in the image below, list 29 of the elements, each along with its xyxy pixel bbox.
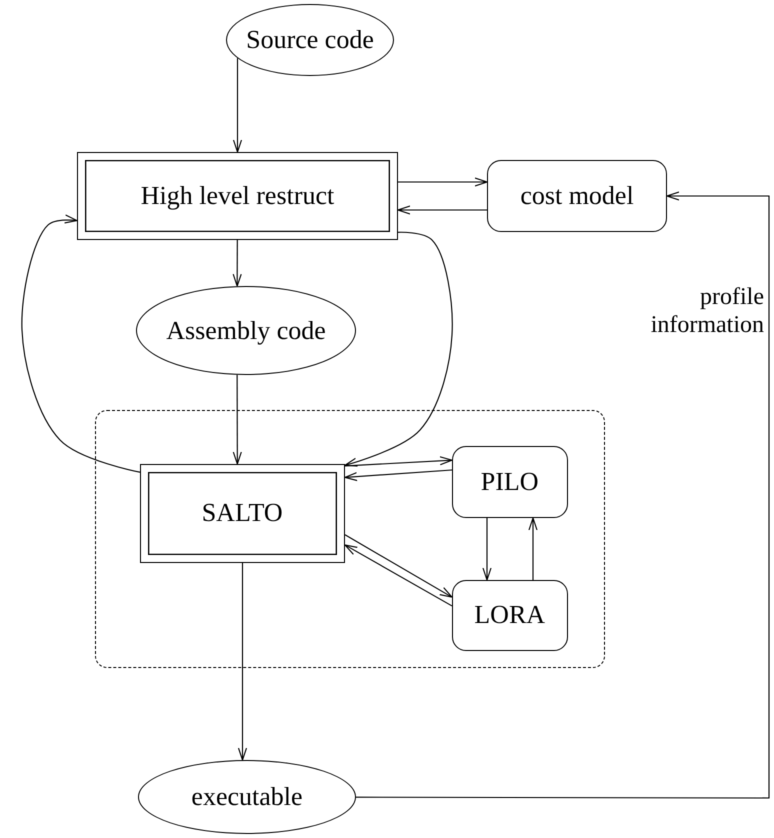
node-label: executable [191, 782, 303, 812]
arrow [344, 456, 453, 466]
process-box [140, 464, 345, 563]
arrow [344, 544, 452, 606]
node-label: High level restruct [140, 181, 334, 211]
arrow [398, 177, 488, 187]
process-box [452, 580, 568, 651]
arrow [232, 240, 242, 287]
arrow [21, 214, 140, 473]
arrow [232, 374, 242, 465]
node-label: SALTO [202, 498, 283, 528]
node-label: cost model [520, 181, 634, 211]
arrow [397, 205, 487, 215]
arrow [238, 563, 248, 761]
node-label: Source code [246, 25, 374, 55]
arrow [232, 58, 242, 153]
node-label: Assembly code [166, 316, 326, 346]
arrow [344, 534, 453, 598]
arrow [482, 518, 492, 581]
process-box [487, 160, 667, 232]
process-box [452, 446, 568, 518]
dashed-group-box [95, 410, 605, 668]
process-box [77, 152, 398, 240]
arrow [344, 232, 453, 466]
arrow [356, 191, 770, 799]
arrow [344, 469, 452, 482]
arrow [528, 517, 538, 580]
node-label: PILO [480, 466, 539, 497]
node-label: LORA [474, 600, 546, 630]
